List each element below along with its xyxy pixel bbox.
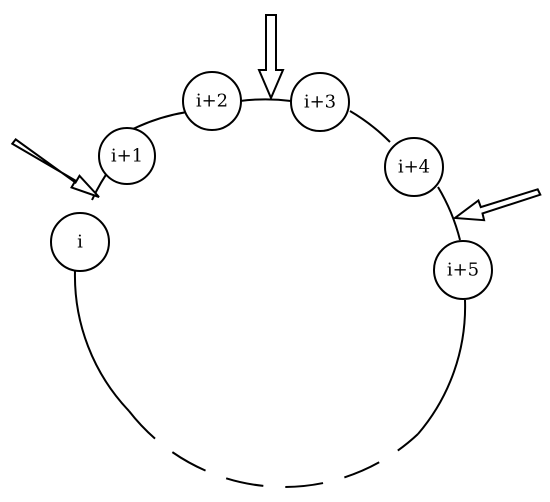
arrow-left-icon [10, 138, 100, 198]
ring-arc-solid-left [73, 270, 130, 412]
node-i-label: i [77, 232, 83, 253]
node-i-plus-1-circle [98, 127, 156, 185]
node-i-plus-1-label: i+1 [111, 146, 143, 167]
ring-arc-top-3 [349, 110, 391, 143]
node-i-plus-5: i+5 [433, 240, 493, 300]
node-i-plus-4-circle [384, 137, 444, 197]
node-i-plus-2-label: i+2 [196, 91, 228, 112]
node-i: i [50, 212, 110, 272]
node-i-plus-4-label: i+4 [398, 157, 430, 178]
ring-arc-top-2 [239, 98, 292, 102]
node-i-plus-5-label: i+5 [447, 260, 479, 281]
node-i-plus-3-label: i+3 [304, 92, 336, 113]
node-i-plus-2-circle [182, 71, 242, 131]
node-i-plus-1: i+1 [98, 127, 156, 185]
node-i-plus-2: i+2 [182, 71, 242, 131]
arrow-right-icon [452, 188, 542, 222]
ring-arc-dashed-bottom [128, 410, 419, 488]
node-i-plus-4: i+4 [384, 137, 444, 197]
ring-arc-right-1 [437, 186, 461, 241]
node-i-plus-3-circle [290, 72, 350, 132]
node-i-circle [50, 212, 110, 272]
ring-arc-top-1 [132, 111, 188, 130]
ring-arc-solid-right [417, 299, 467, 435]
node-i-plus-5-circle [433, 240, 493, 300]
arrow-top-icon [257, 14, 285, 101]
node-i-plus-3: i+3 [290, 72, 350, 132]
